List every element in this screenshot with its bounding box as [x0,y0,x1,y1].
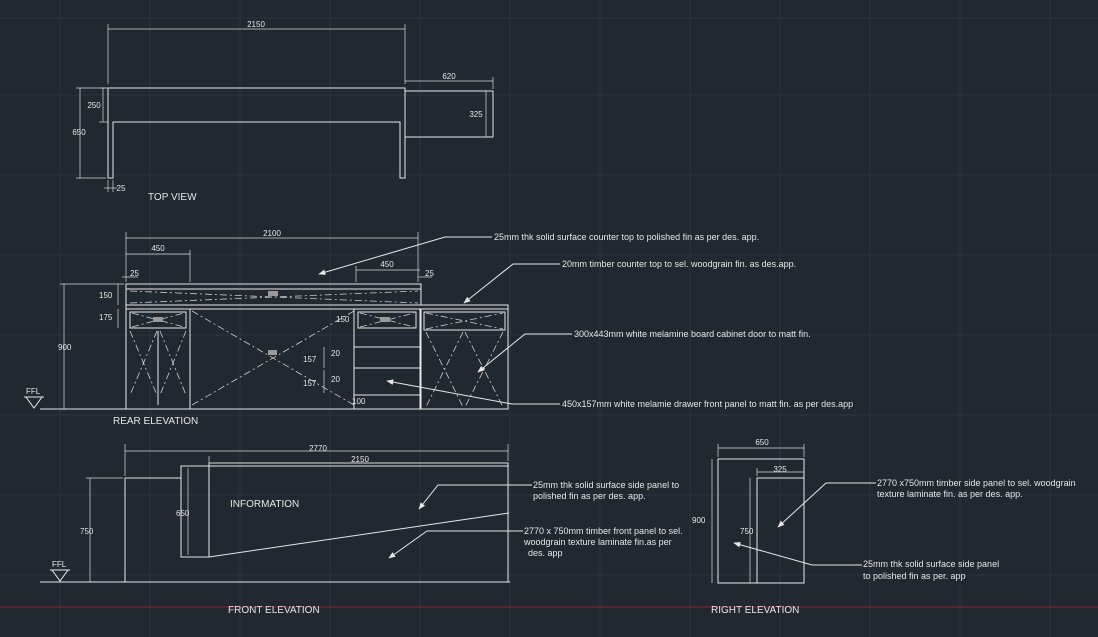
dim-150: 150 [99,291,113,300]
top-view-title: TOP VIEW [148,192,197,203]
dim-750-right: 750 [740,527,754,536]
dim-900-rear: 900 [58,343,72,352]
dim-750-front: 750 [80,527,94,536]
rear-drawer-unit [353,308,421,410]
rear-ffl-label: FFL [26,387,41,396]
dim-100: 100 [352,397,366,406]
dim-2770: 2770 [309,444,327,453]
note-timber-side-2: texture laminate fin. as per des. app. [877,489,1023,499]
dim-650-top: 650 [72,128,86,137]
front-elevation: FFL 2770 2150 750 650 INFORMATION 25mm t… [40,444,683,616]
dim-450-right: 450 [380,260,394,269]
information-label: INFORMATION [230,499,299,510]
note-counter-top: 25mm thk solid surface counter top to po… [494,232,759,242]
note-side-panel-2: polished fin as per des. app. [533,491,646,501]
note-cabinet-door: 300x443mm white melamine board cabinet d… [574,329,811,339]
dim-325: 325 [469,110,483,119]
dim-620: 620 [442,72,456,81]
note-solid-side-2: to polished fin as per. app [863,571,966,581]
dim-150b: 150 [336,315,350,324]
right-elevation-title: RIGHT ELEVATION [711,605,799,616]
note-drawer-front: 450x157mm white melamie drawer front pan… [562,399,853,409]
dim-650-front: 650 [176,509,190,518]
rear-ffl-symbol [25,396,43,409]
front-outer-panel [124,462,509,583]
rear-right-cabinet [420,308,509,410]
front-ffl-label: FFL [52,560,67,569]
front-elevation-title: FRONT ELEVATION [228,605,320,616]
note-solid-side-1: 25mm thk solid surface side panel [863,559,999,569]
dim-900-right: 900 [692,516,706,525]
rear-timber-top [125,304,509,310]
dim-25-top: 25 [117,184,126,193]
dim-25-left: 25 [130,269,139,278]
dim-20a: 20 [331,349,340,358]
dim-2100: 2100 [263,229,281,238]
front-inner-panel [180,466,510,558]
top-view: 2150 620 325 250 650 25 TOP VIEW [72,20,494,203]
dim-157a: 157 [303,355,317,364]
note-side-panel-1: 25mm thk solid surface side panel to [533,480,679,490]
dim-157b: 157 [303,379,317,388]
note-front-panel-2: woodgrain texture laminate fin.as per [523,537,672,547]
top-view-extension [405,90,494,138]
note-timber-side-1: 2770 x750mm timber side panel to sel. wo… [877,478,1076,488]
dim-325-right: 325 [773,465,787,474]
note-front-panel-1: 2770 x 750mm timber front panel to sel. [524,526,683,536]
right-inner-panel [756,477,805,584]
rear-elevation: FFL 2100 450 450 25 25 150 175 900 150 1… [24,229,853,427]
dim-175: 175 [99,313,113,322]
note-front-panel-3: des. app [528,548,563,558]
right-elevation: 650 325 900 750 2770 x750mm timber side … [692,438,1076,616]
dim-25-right: 25 [425,269,434,278]
dim-450-left: 450 [151,244,165,253]
dim-650-right: 650 [755,438,769,447]
dim-20b: 20 [331,375,340,384]
dim-2150: 2150 [247,20,265,29]
top-view-outline [107,87,406,179]
dim-2150-front: 2150 [351,455,369,464]
rear-counter-top [125,283,422,290]
note-timber-top: 20mm timber counter top to sel. woodgrai… [562,259,796,269]
dim-250: 250 [87,101,101,110]
rear-elevation-title: REAR ELEVATION [113,416,198,427]
